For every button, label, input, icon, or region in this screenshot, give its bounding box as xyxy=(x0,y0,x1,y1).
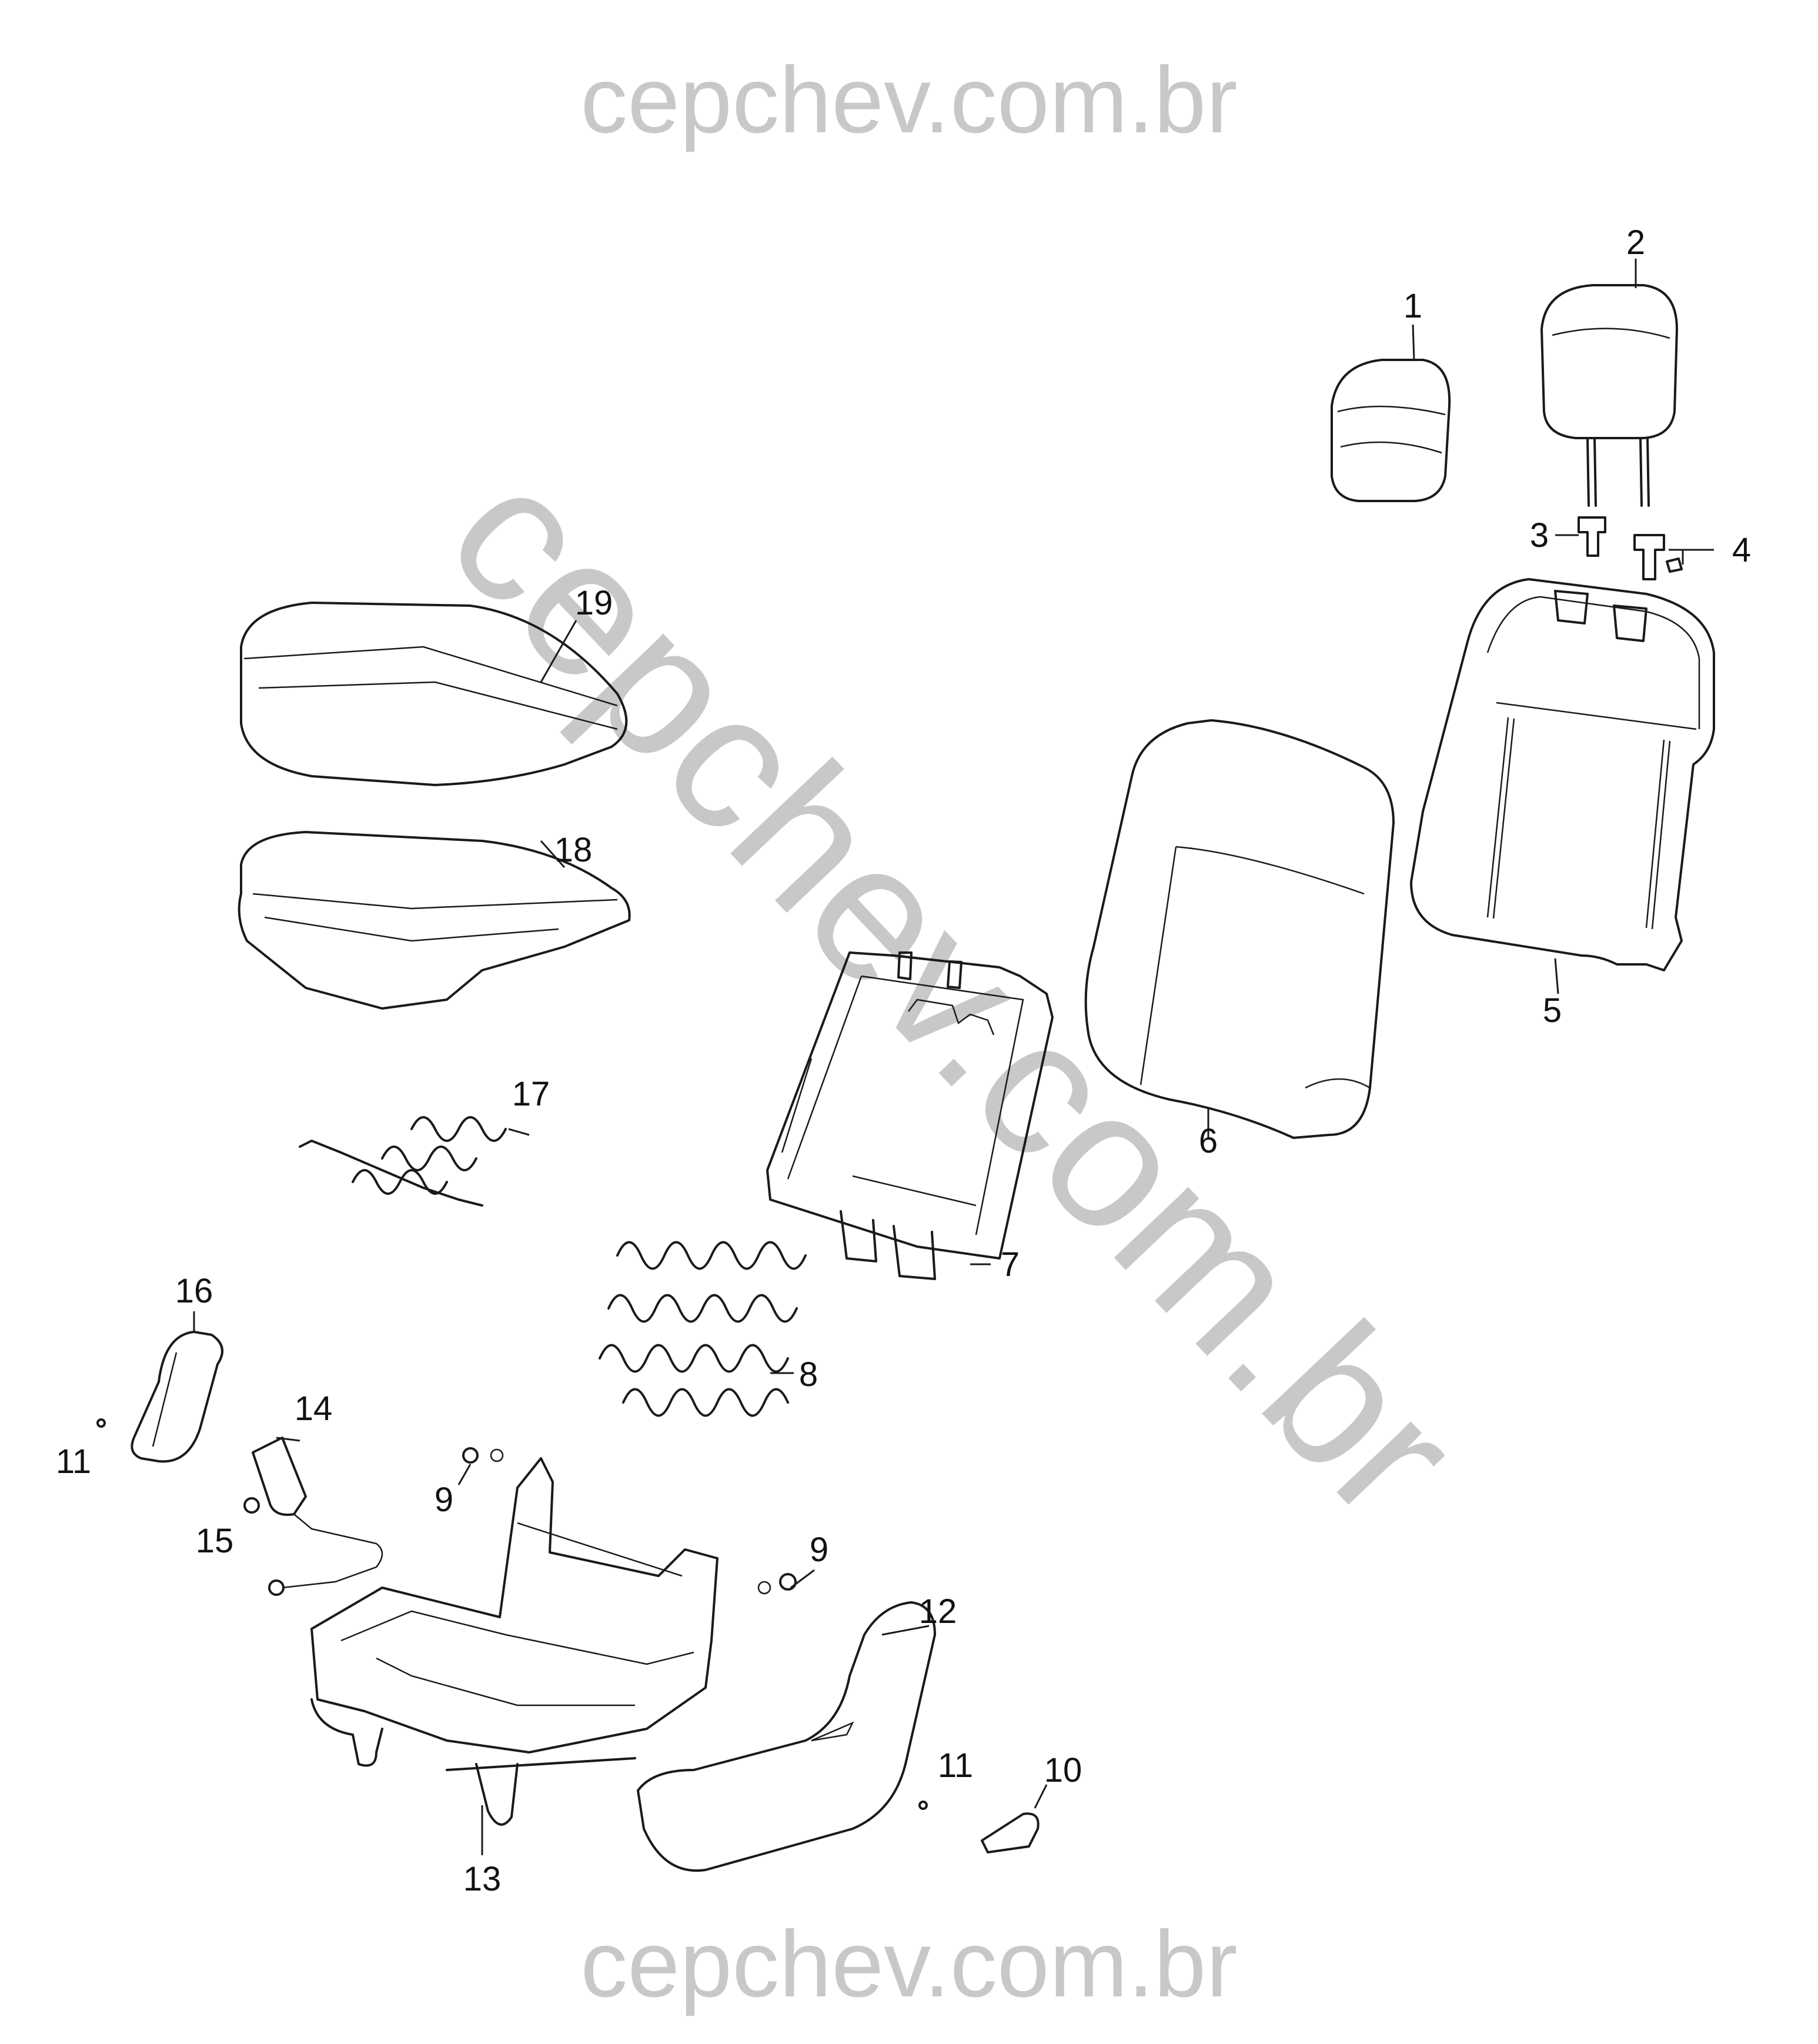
part-18-cushion-pad xyxy=(238,831,631,1010)
callout-8: 8 xyxy=(799,1355,818,1394)
callout-10: 10 xyxy=(1044,1751,1082,1789)
callout-3: 3 xyxy=(1530,516,1549,555)
part-15-bolt xyxy=(243,1497,260,1514)
part-2-head-restraint xyxy=(1540,284,1678,507)
part-9-bolt-right xyxy=(757,1573,797,1595)
callout-7: 7 xyxy=(1001,1245,1020,1284)
part-16-side-trim xyxy=(131,1331,223,1463)
callout-17: 17 xyxy=(512,1075,550,1113)
part-17-spring-mat xyxy=(299,1116,507,1207)
callout-11-right: 11 xyxy=(938,1746,973,1785)
watermark-diagonal: cepchev.com.br xyxy=(408,425,1499,1558)
part-7-backrest-frame xyxy=(766,951,1054,1280)
callout-1: 1 xyxy=(1403,287,1422,325)
part-1-head-restraint-cover xyxy=(1331,359,1451,502)
part-8-springs xyxy=(599,1241,807,1417)
part-4-guide xyxy=(1633,534,1683,580)
callout-4: 4 xyxy=(1732,531,1751,569)
part-12-side-panel xyxy=(637,1601,936,1872)
part-11-screw-right xyxy=(918,1801,928,1810)
part-14-belt-buckle xyxy=(252,1437,383,1596)
callout-16: 16 xyxy=(175,1272,213,1310)
callout-18: 18 xyxy=(554,831,593,869)
callout-2: 2 xyxy=(1626,223,1645,262)
callout-9-right: 9 xyxy=(810,1531,828,1569)
part-19-cushion-cover xyxy=(240,602,628,786)
part-10-trim-cover xyxy=(981,1812,1040,1853)
callout-19: 19 xyxy=(575,584,613,622)
callout-13: 13 xyxy=(463,1860,502,1898)
part-11-screw-left xyxy=(96,1418,106,1428)
watermark-top: cepchev.com.br xyxy=(580,47,1238,152)
callout-12: 12 xyxy=(919,1592,957,1631)
part-3-guide xyxy=(1578,516,1606,557)
watermark-bottom: cepchev.com.br xyxy=(580,1911,1238,2016)
part-13-seat-frame xyxy=(310,1457,718,1826)
part-9-bolt-upper xyxy=(462,1447,504,1464)
part-5-backrest-cover xyxy=(1410,578,1715,971)
callout-15: 15 xyxy=(196,1522,234,1560)
leader-lines xyxy=(193,259,1714,1855)
callout-6: 6 xyxy=(1199,1122,1218,1160)
callout-14: 14 xyxy=(295,1390,333,1428)
callout-5: 5 xyxy=(1543,991,1562,1030)
part-6-backrest-pad xyxy=(1084,719,1395,1139)
callout-11-left: 11 xyxy=(56,1442,91,1481)
callout-9-upper: 9 xyxy=(435,1481,453,1519)
